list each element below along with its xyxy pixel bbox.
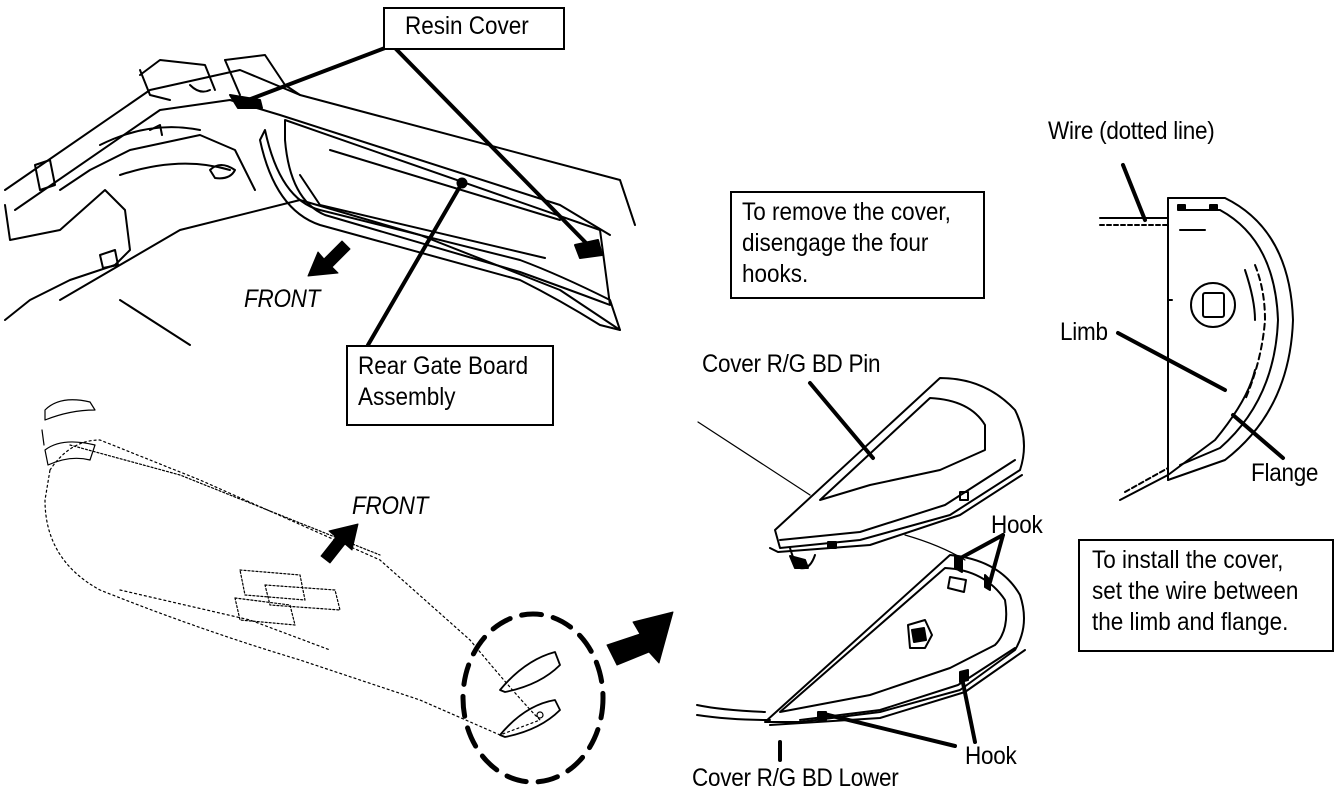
wire-label: Wire (dotted line) (1048, 117, 1215, 145)
resin-cover-label: Resin Cover (383, 7, 565, 50)
hook-label-upper: Hook (991, 511, 1043, 539)
rear-gate-board-label: Rear Gate Board Assembly (346, 345, 554, 426)
remove-note-line1: To remove the cover, (742, 198, 951, 226)
front-label-top: FRONT (244, 285, 321, 313)
rear-gate-board-line1: Rear Gate Board (358, 352, 529, 380)
detail-circle (460, 611, 606, 785)
leader-dot (456, 177, 468, 189)
install-instruction-note: To install the cover, set the wire betwe… (1078, 539, 1334, 652)
remove-note-line2: disengage the four (742, 229, 929, 257)
detail-arrow (606, 611, 674, 666)
wire-detail-illustration (1099, 197, 1294, 501)
cover-pin-leader (808, 381, 875, 460)
limb-label: Limb (1060, 318, 1108, 346)
flange-label: Flange (1251, 459, 1319, 487)
cover-pin-label: Cover R/G BD Pin (702, 350, 881, 378)
rear-gate-board-line2: Assembly (358, 383, 456, 411)
install-note-line3: the limb and flange. (1092, 608, 1289, 636)
wire-leader-lines (1116, 163, 1285, 460)
leader-lines-top (246, 46, 592, 347)
remove-instruction-note: To remove the cover, disengage the four … (730, 191, 985, 299)
front-label-bottom: FRONT (352, 492, 429, 520)
cover-lower-label: Cover R/G BD Lower (692, 764, 899, 792)
cover-lower-illustration (696, 534, 1026, 726)
hook-label-lower: Hook (965, 742, 1017, 770)
hook-leader-lines (778, 533, 1005, 762)
remove-note-line3: hooks. (742, 260, 809, 288)
cargo-area-illustration (4, 54, 636, 346)
install-note-line1: To install the cover, (1092, 546, 1284, 574)
front-arrow-bottom (320, 523, 359, 564)
resin-cover-text: Resin Cover (405, 12, 529, 40)
board-overview-illustration (41, 399, 561, 738)
cover-pin-illustration (697, 377, 1025, 570)
front-arrow-top (307, 240, 351, 277)
install-note-line2: set the wire between (1092, 577, 1299, 605)
